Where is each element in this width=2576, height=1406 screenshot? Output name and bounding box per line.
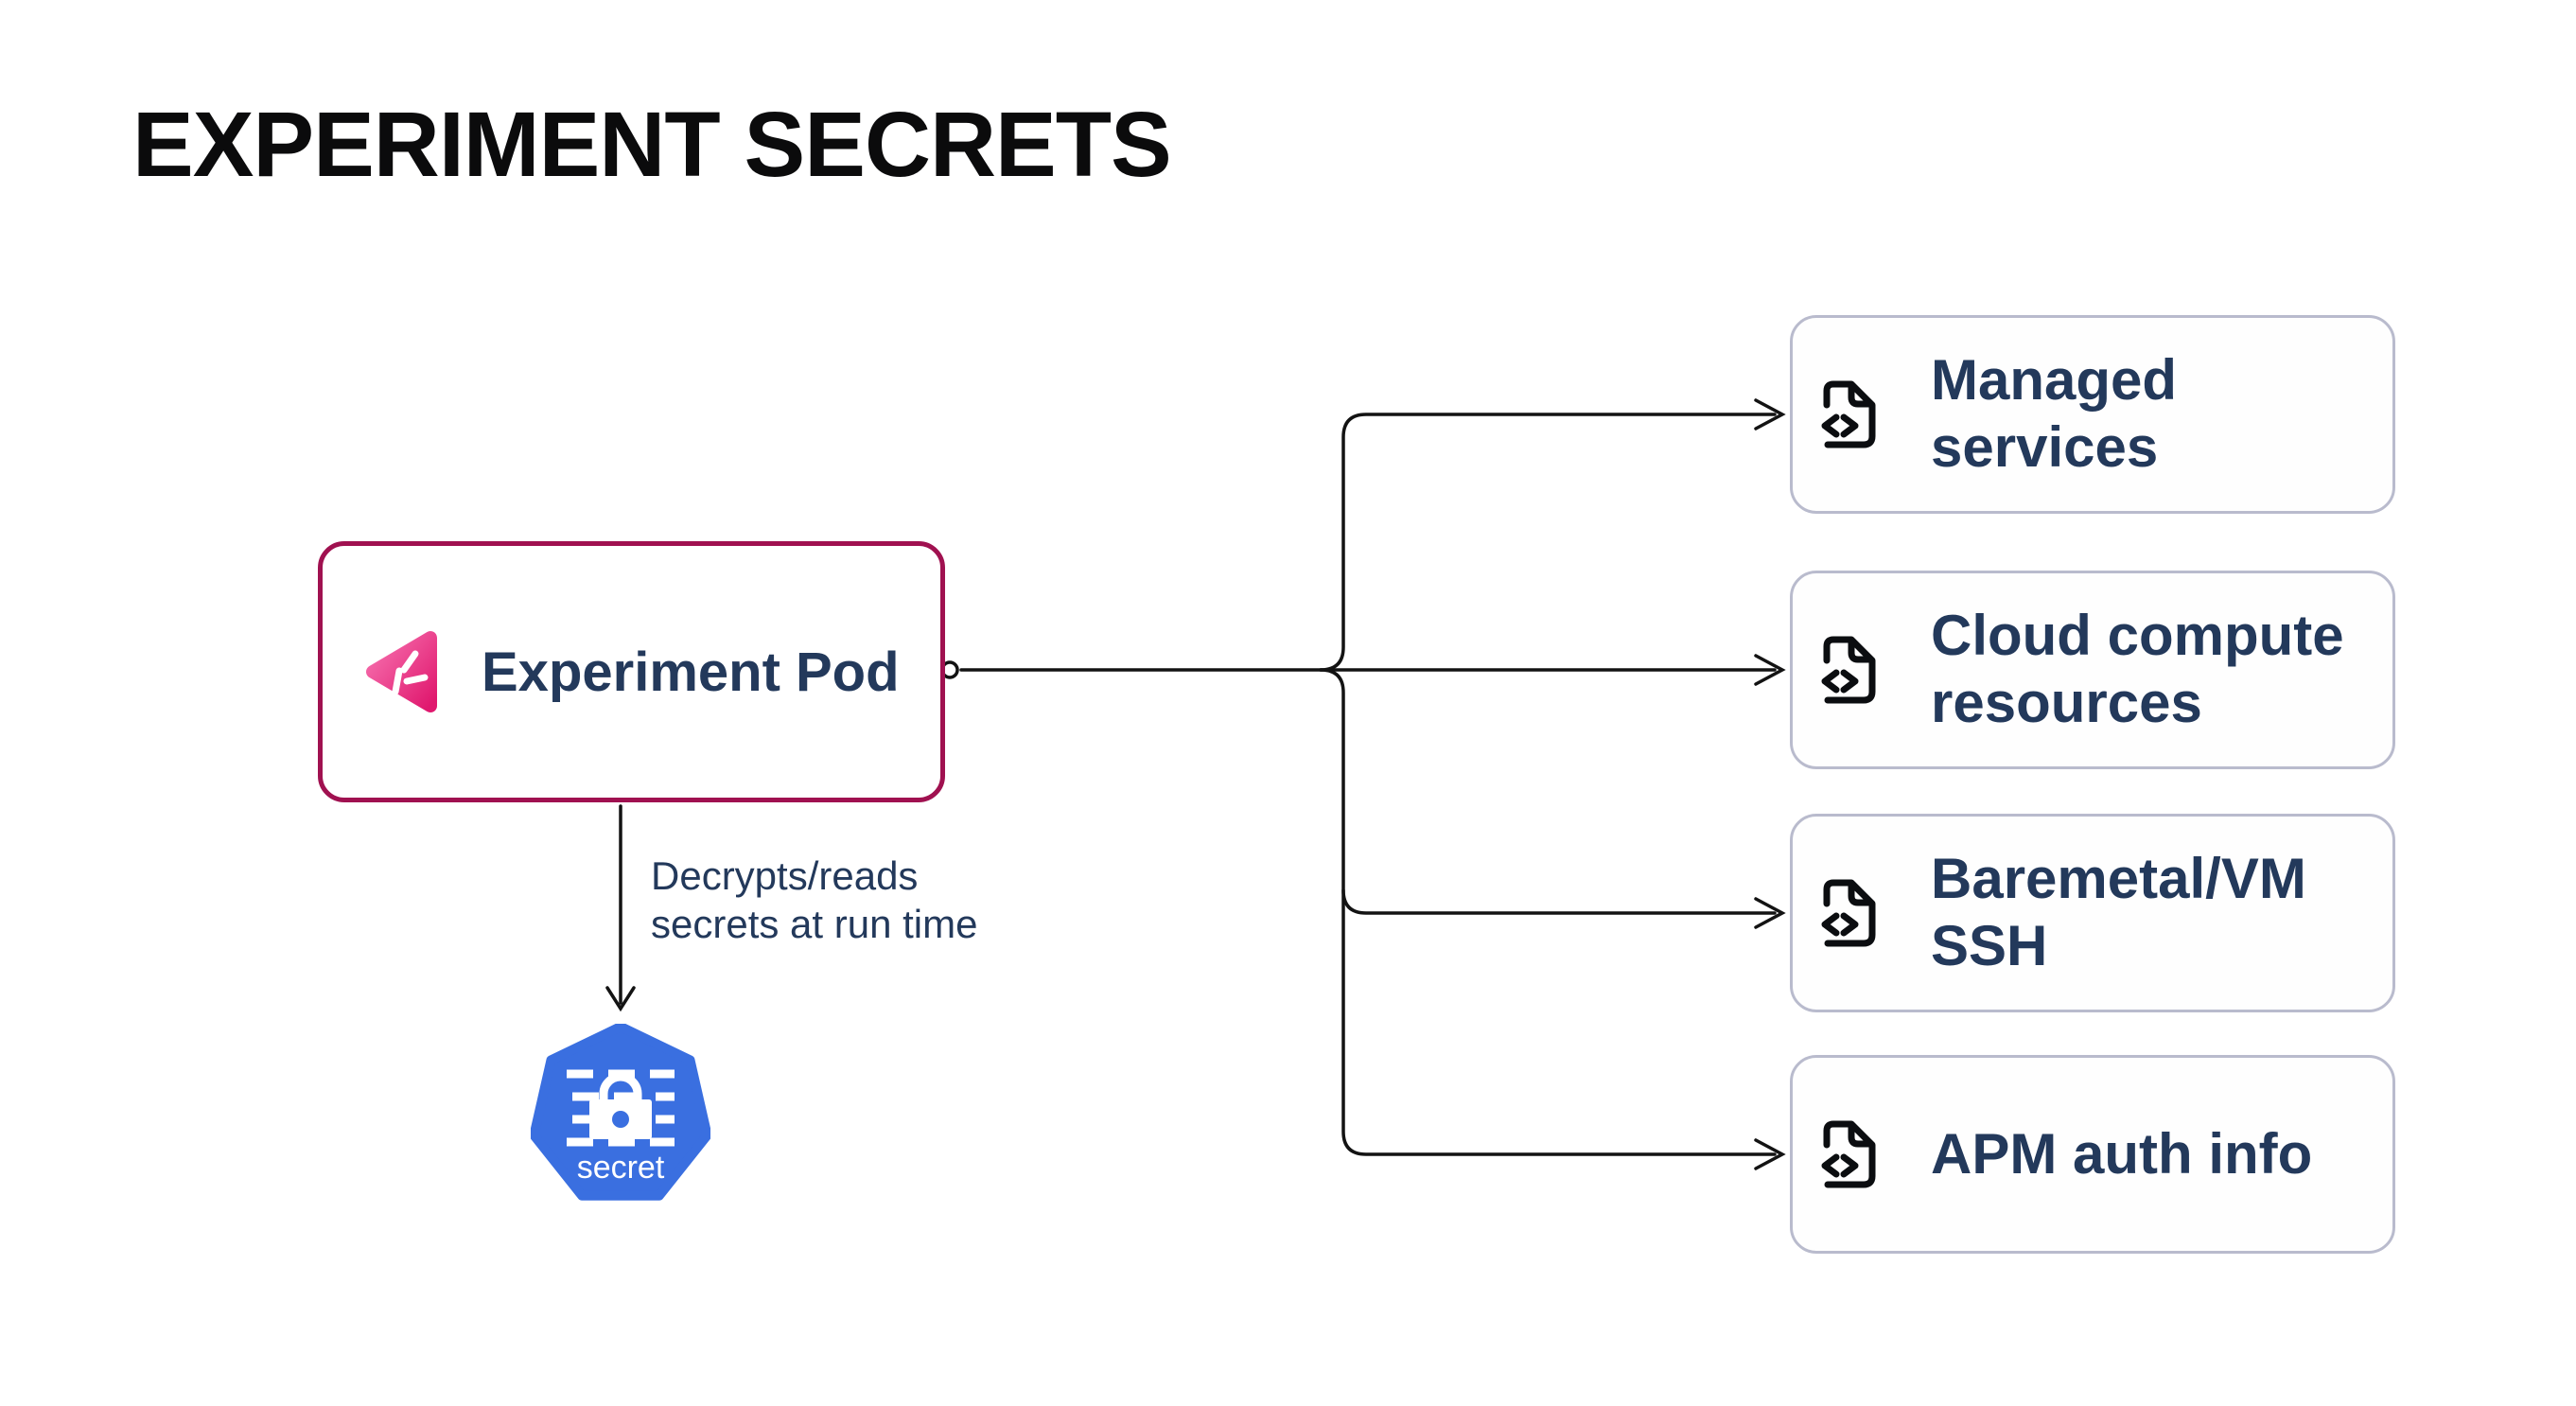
target-apm-auth-info: APM auth info <box>1790 1055 2395 1254</box>
arrowhead-baremetal <box>1754 897 1786 929</box>
lock-shackle <box>599 1072 642 1101</box>
edge-trunk-to-apm <box>1319 668 1777 1156</box>
annotation-line-1: Decrypts/reads <box>651 853 919 898</box>
target-baremetal-vm-ssh: Baremetal/VM SSH <box>1790 814 2395 1012</box>
page-title: EXPERIMENT SECRETS <box>132 93 1172 196</box>
edge-trunk-to-managed-services <box>1319 413 1777 672</box>
kubernetes-secret-node: secret <box>529 1022 712 1205</box>
target-label: APM auth info <box>1931 1121 2313 1186</box>
edge-trunk-to-baremetal <box>1341 888 1777 915</box>
annotation-line-2: secrets at run time <box>651 902 978 947</box>
arrowhead-apm <box>1754 1138 1786 1170</box>
litmus-pinwheel-icon <box>366 631 437 712</box>
file-code-icon <box>1821 1120 1876 1188</box>
arrowhead-secret <box>605 986 636 1012</box>
lock-keyhole <box>612 1111 629 1128</box>
kubernetes-secret-lock-icon: secret <box>529 1022 712 1201</box>
arrowhead-cloud-compute <box>1754 654 1786 686</box>
pod-secret-annotation: Decrypts/reads secrets at run time <box>651 852 977 948</box>
target-cloud-compute: Cloud compute resources <box>1790 571 2395 769</box>
file-code-icon <box>1821 380 1876 448</box>
target-label: Managed services <box>1931 348 2178 479</box>
experiment-pod-node: Experiment Pod <box>318 541 945 802</box>
target-managed-services: Managed services <box>1790 315 2395 514</box>
file-code-icon <box>1821 879 1876 947</box>
pod-label: Experiment Pod <box>482 641 900 703</box>
file-code-icon <box>1821 636 1876 704</box>
target-label: Baremetal/VM SSH <box>1931 847 2306 977</box>
secret-label: secret <box>577 1150 665 1186</box>
target-label: Cloud compute resources <box>1931 604 2344 734</box>
arrowhead-managed-services <box>1754 398 1786 431</box>
